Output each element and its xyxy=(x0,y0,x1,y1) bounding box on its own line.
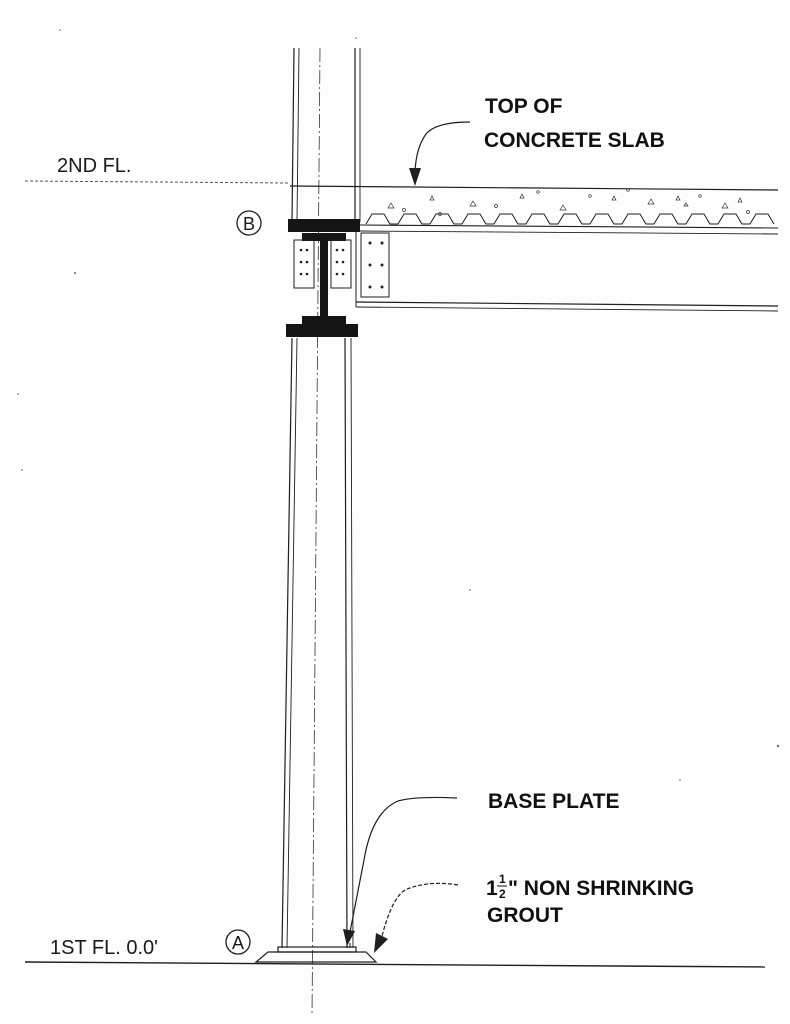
grout-fraction-denominator: 2 xyxy=(499,887,506,901)
grout-note-line1: " NON SHRINKING xyxy=(508,877,694,900)
grid-bubble-a: A xyxy=(225,929,251,955)
column-centerline xyxy=(311,47,321,1017)
grid-label-b: B xyxy=(243,214,255,234)
bottom-cap-plate xyxy=(286,324,358,337)
slab-leader xyxy=(409,121,471,186)
grout-whole-number: 1 xyxy=(486,877,498,900)
grid-label-a: A xyxy=(232,933,244,953)
paper-specks xyxy=(17,29,780,781)
right-stiffener-plate xyxy=(330,239,352,289)
grout-pad xyxy=(254,951,378,963)
grout-note: 1 1 2 " NON SHRINKING GROUT xyxy=(486,872,694,927)
left-stiffener-plate xyxy=(293,239,315,289)
base-plate-leader xyxy=(343,796,458,946)
beam-column-connection xyxy=(286,219,390,337)
grout-leader xyxy=(374,882,459,953)
slab-note-line1: TOP OF xyxy=(485,95,563,118)
metal-deck-profile xyxy=(365,213,775,225)
i-section xyxy=(302,233,346,324)
slab-note-line2: CONCRETE SLAB xyxy=(484,129,665,152)
floor-beam xyxy=(355,232,779,312)
second-floor-line xyxy=(24,180,291,184)
concrete-slab xyxy=(289,185,779,235)
steel-column xyxy=(281,47,361,949)
aggregate-specks xyxy=(387,188,750,216)
bolt-holes xyxy=(299,241,384,289)
shear-tab-plate xyxy=(360,232,390,298)
top-cap-plate xyxy=(288,219,360,232)
first-floor-label: 1ST FL. 0.0' xyxy=(50,937,158,959)
grid-bubble-b: B xyxy=(236,210,262,236)
base-plate xyxy=(277,943,357,953)
base-plate-note: BASE PLATE xyxy=(488,790,619,813)
first-floor-line xyxy=(24,961,766,968)
grout-fraction-numerator: 1 xyxy=(499,872,506,886)
grout-note-line2: GROUT xyxy=(487,904,563,927)
second-floor-label: 2ND FL. xyxy=(57,155,131,177)
